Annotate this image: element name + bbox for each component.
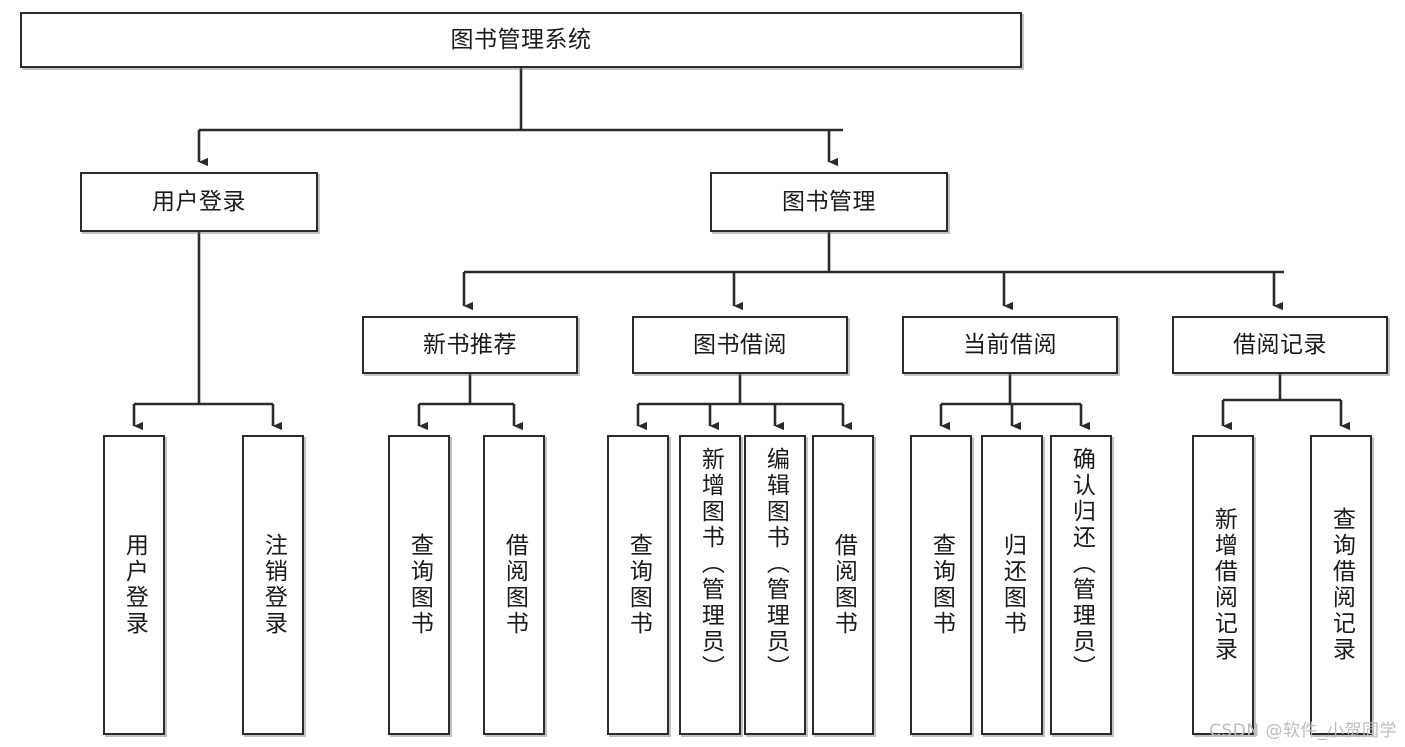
node-book-manage[interactable]: 图书管理 <box>710 172 948 232</box>
node-leaf-user-login-label: 用户登录 <box>121 533 148 637</box>
node-book-borrow-label: 图书借阅 <box>693 331 787 358</box>
node-root-label: 图书管理系统 <box>450 26 592 53</box>
node-leaf-query-book-cur[interactable]: 查询图书 <box>910 435 972 735</box>
node-new-book-rec[interactable]: 新书推荐 <box>362 316 578 374</box>
node-leaf-user-login[interactable]: 用户登录 <box>103 435 165 735</box>
node-leaf-borrow-book-rec-label: 借阅图书 <box>501 533 528 637</box>
node-leaf-borrow-book-rec[interactable]: 借阅图书 <box>483 435 545 735</box>
node-user-login-label: 用户登录 <box>152 188 246 215</box>
node-leaf-add-record-label: 新增借阅记录 <box>1210 507 1237 663</box>
node-leaf-return-book-label: 归还图书 <box>999 533 1026 637</box>
node-leaf-query-book-borrow-label: 查询图书 <box>625 533 652 637</box>
node-leaf-confirm-return[interactable]: 确认归还（管理员） <box>1050 435 1112 735</box>
node-leaf-query-book-rec[interactable]: 查询图书 <box>388 435 450 735</box>
node-leaf-borrow-book-label: 借阅图书 <box>830 533 857 637</box>
watermark-text: CSDN @软件_小贺同学 <box>1209 721 1397 741</box>
node-borrow-record[interactable]: 借阅记录 <box>1172 316 1388 374</box>
node-leaf-query-record-label: 查询借阅记录 <box>1328 507 1355 663</box>
node-leaf-add-record[interactable]: 新增借阅记录 <box>1192 435 1254 735</box>
node-leaf-borrow-book[interactable]: 借阅图书 <box>812 435 874 735</box>
node-current-borrow-label: 当前借阅 <box>963 331 1057 358</box>
node-leaf-add-book-label: 新增图书（管理员） <box>697 447 724 681</box>
node-leaf-edit-book-label: 编辑图书（管理员） <box>762 447 789 681</box>
node-borrow-record-label: 借阅记录 <box>1233 331 1327 358</box>
node-leaf-query-book-borrow[interactable]: 查询图书 <box>607 435 669 735</box>
node-user-login[interactable]: 用户登录 <box>80 172 318 232</box>
node-leaf-add-book[interactable]: 新增图书（管理员） <box>679 435 741 735</box>
node-leaf-query-book-cur-label: 查询图书 <box>928 533 955 637</box>
node-leaf-return-book[interactable]: 归还图书 <box>981 435 1043 735</box>
node-leaf-query-book-rec-label: 查询图书 <box>406 533 433 637</box>
node-book-manage-label: 图书管理 <box>782 188 876 215</box>
node-leaf-edit-book[interactable]: 编辑图书（管理员） <box>744 435 806 735</box>
node-leaf-user-logout[interactable]: 注销登录 <box>242 435 304 735</box>
node-leaf-user-logout-label: 注销登录 <box>260 533 287 637</box>
node-leaf-query-record[interactable]: 查询借阅记录 <box>1310 435 1372 735</box>
node-leaf-confirm-return-label: 确认归还（管理员） <box>1068 447 1095 681</box>
node-root[interactable]: 图书管理系统 <box>20 12 1022 68</box>
node-book-borrow[interactable]: 图书借阅 <box>632 316 848 374</box>
node-new-book-rec-label: 新书推荐 <box>423 331 517 358</box>
node-current-borrow[interactable]: 当前借阅 <box>902 316 1118 374</box>
